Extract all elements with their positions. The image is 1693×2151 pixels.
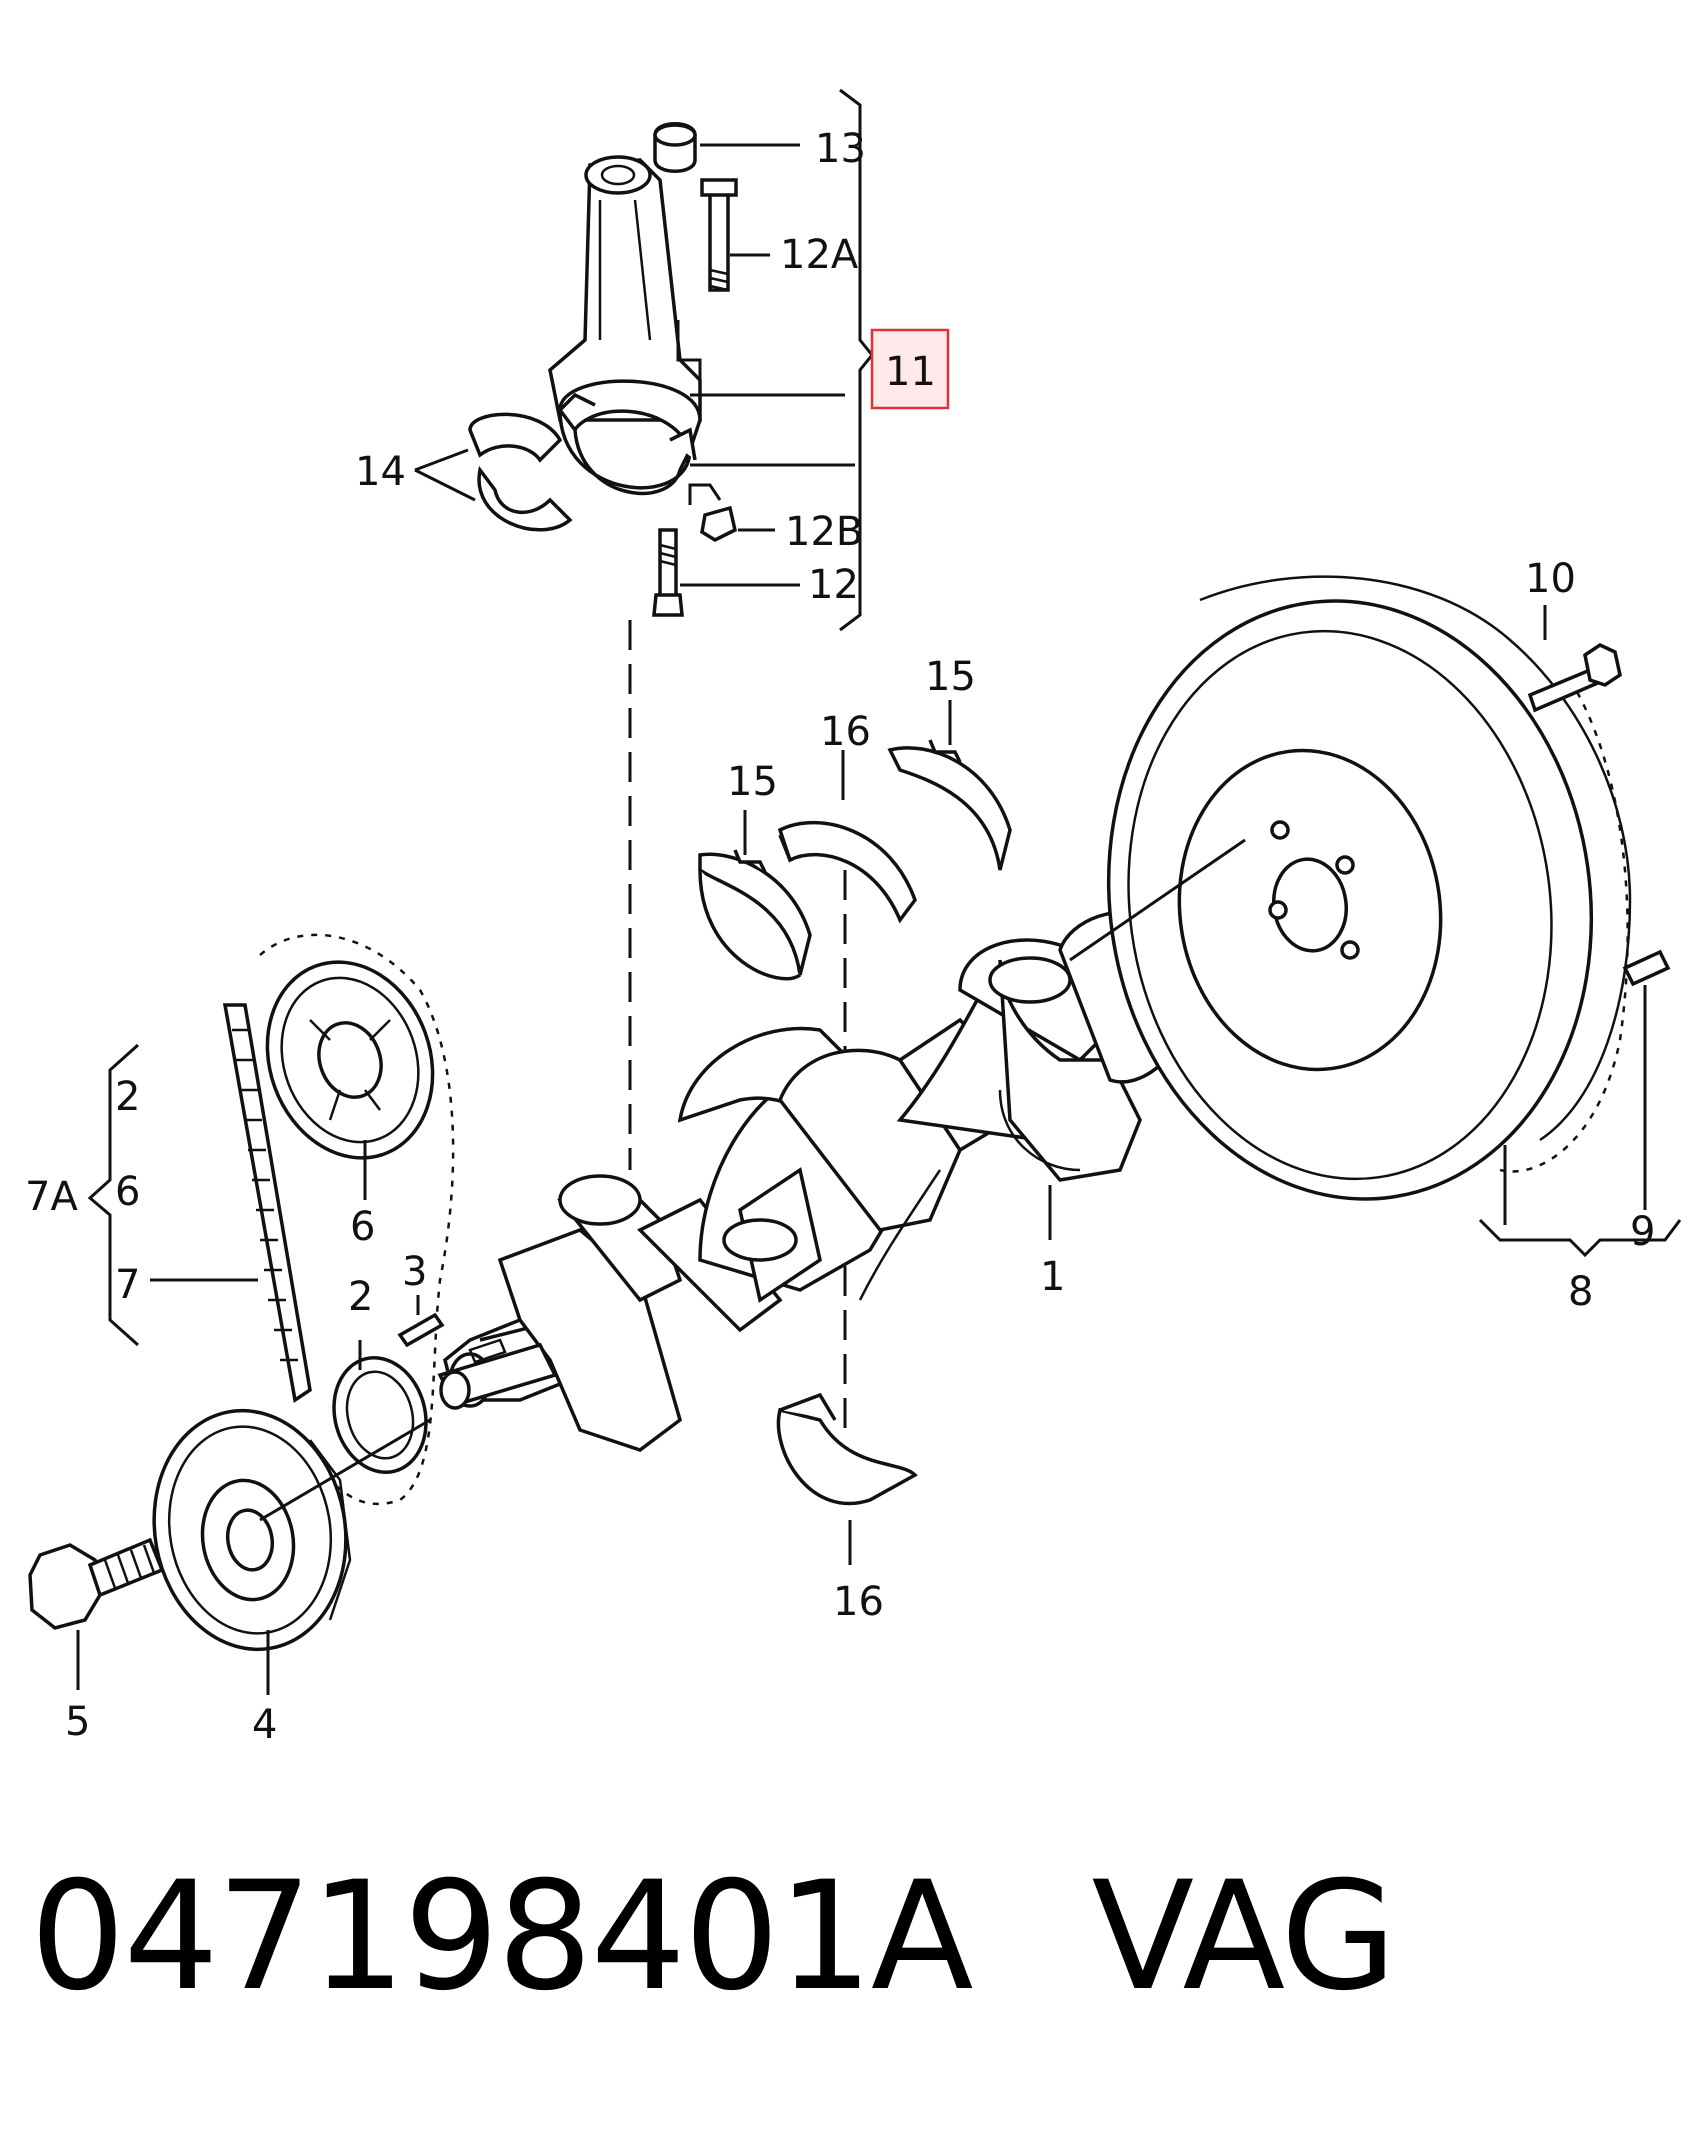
highlight-box-11 xyxy=(870,328,950,410)
rod-bolt-lower xyxy=(652,528,684,617)
brand-name: VAG xyxy=(1091,1850,1397,2024)
camshaft-sprocket xyxy=(265,960,435,1160)
crank-sprocket xyxy=(332,1356,428,1474)
dowel-pin xyxy=(1622,949,1671,987)
callout-13: 13 xyxy=(815,126,866,172)
flywheel xyxy=(1069,599,1629,1201)
callout-15-right: 15 xyxy=(925,654,976,700)
crank-nose xyxy=(437,1338,558,1410)
callout-1: 1 xyxy=(1040,1254,1065,1300)
footer-caption: 047198401A VAG xyxy=(30,1850,1397,2024)
callout-12b: 12B xyxy=(785,509,863,555)
callout-12a: 12A xyxy=(780,232,859,278)
thrust-washer-left xyxy=(698,849,812,981)
callout-6: 6 xyxy=(350,1204,375,1250)
callout-4: 4 xyxy=(252,1702,277,1748)
callout-16-top: 16 xyxy=(820,709,871,755)
flywheel-bolt xyxy=(1527,642,1622,713)
timing-chain xyxy=(222,1003,312,1403)
callout-6-bracket: 6 xyxy=(115,1169,140,1215)
callout-8: 8 xyxy=(1568,1269,1593,1315)
crank-pulley xyxy=(152,1408,431,1652)
small-end-bushing xyxy=(653,122,697,173)
rod-nut xyxy=(700,505,738,543)
part-number: 047198401A xyxy=(30,1850,974,2024)
callout-11: 11 xyxy=(885,349,936,395)
callout-3: 3 xyxy=(402,1249,427,1295)
callout-14: 14 xyxy=(355,449,406,495)
callout-7a: 7A xyxy=(25,1174,78,1220)
woodruff-key xyxy=(397,1312,445,1348)
thrust-washer-right xyxy=(887,739,1012,871)
rod-bearing-cap xyxy=(558,392,697,496)
callout-9: 9 xyxy=(1630,1209,1655,1255)
callout-2-bracket: 2 xyxy=(115,1074,140,1120)
pulley-bolt xyxy=(28,1537,165,1630)
callout-15-left: 15 xyxy=(727,759,778,805)
main-bearing-shell-lower xyxy=(776,1392,918,1506)
callout-5: 5 xyxy=(65,1699,90,1745)
callout-7: 7 xyxy=(115,1262,140,1308)
flywheel-ring-gear-teeth xyxy=(1199,575,1632,1142)
callout-10: 10 xyxy=(1525,556,1576,602)
rod-bearing-shells xyxy=(468,412,573,532)
main-bearing-shell-upper xyxy=(777,821,917,924)
callout-16-bottom: 16 xyxy=(833,1579,884,1625)
callout-12: 12 xyxy=(808,562,859,608)
connecting-rod xyxy=(548,155,702,456)
callout-2: 2 xyxy=(348,1274,373,1320)
rod-bolt-upper xyxy=(700,178,738,292)
crankshaft xyxy=(443,910,1202,1452)
